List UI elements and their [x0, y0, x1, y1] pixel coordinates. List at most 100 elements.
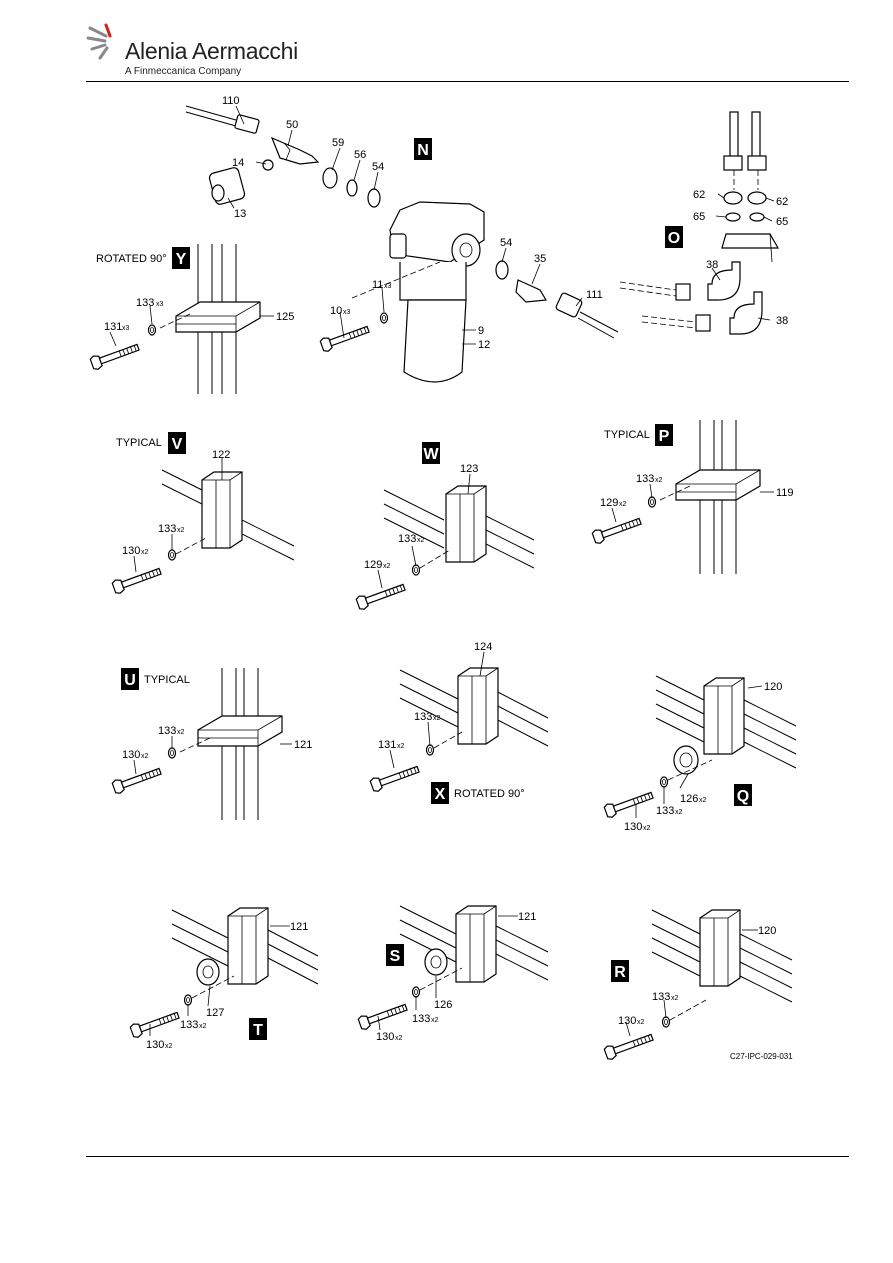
- view-n: [185, 105, 619, 383]
- callout-qty: x2: [383, 563, 391, 570]
- svg-text:V: V: [172, 436, 183, 453]
- view-r: [603, 909, 793, 1062]
- callout: 125: [276, 311, 294, 323]
- callout: 65: [693, 211, 705, 223]
- view-q-badge: Q: [734, 784, 752, 806]
- callout: 127: [206, 1007, 224, 1019]
- view-o-badge: O: [665, 226, 683, 248]
- callout: 13: [234, 208, 246, 220]
- callout: 126: [434, 999, 452, 1011]
- view-s-badge: S: [386, 944, 404, 966]
- callout: 133: [158, 725, 176, 737]
- callout: 35: [534, 253, 546, 265]
- view-u-caption: TYPICAL: [144, 674, 190, 686]
- callout-qty: x3: [156, 301, 164, 308]
- callout: 121: [518, 911, 536, 923]
- svg-text:Q: Q: [737, 788, 749, 805]
- view-v-caption: TYPICAL: [116, 437, 162, 449]
- alenia-logo-icon: [86, 23, 112, 60]
- callout: 124: [474, 641, 492, 653]
- callout: 38: [776, 315, 788, 327]
- callout: 130: [122, 749, 140, 761]
- callout: 119: [776, 487, 794, 499]
- callout: 14: [232, 157, 244, 169]
- callout: 121: [294, 739, 312, 751]
- callout-qty: x2: [177, 729, 185, 736]
- callout: 130: [624, 821, 642, 833]
- callout-qty: x2: [433, 715, 441, 722]
- figure-reference: C27-IPC-029-031: [730, 1052, 793, 1061]
- callout: 130: [376, 1031, 394, 1043]
- leader-lines: [109, 105, 775, 1037]
- view-p-badge: TYPICAL P: [604, 424, 673, 446]
- callout-qty: x3: [384, 283, 392, 290]
- svg-text:N: N: [417, 142, 429, 159]
- callout: 133: [398, 533, 416, 545]
- callout: 121: [290, 921, 308, 933]
- view-t: [129, 907, 319, 1040]
- view-y-badge: ROTATED 90° Y: [96, 247, 190, 269]
- callout: 65: [776, 216, 788, 228]
- callout-qty: x2: [637, 1019, 645, 1026]
- callout: 122: [212, 449, 230, 461]
- callout: 133: [180, 1019, 198, 1031]
- view-x-caption: ROTATED 90°: [454, 788, 525, 800]
- callout: 54: [372, 161, 384, 173]
- callout: 120: [764, 681, 782, 693]
- callout-qty: x2: [671, 995, 679, 1002]
- callout-qty: x2: [431, 1017, 439, 1024]
- callout: 131: [378, 739, 396, 751]
- brand-name: Alenia Aermacchi: [125, 38, 298, 64]
- callout-labels: 110 50 59 56 54 14 13 54 35 111 11 x3 10…: [104, 95, 794, 1051]
- svg-text:U: U: [124, 672, 136, 689]
- callout-qty: x2: [199, 1023, 207, 1030]
- page-header: Alenia Aermacchi A Finmeccanica Company: [0, 0, 893, 90]
- view-q: [603, 675, 797, 820]
- callout: 129: [600, 497, 618, 509]
- view-p-caption: TYPICAL: [604, 429, 650, 441]
- callout: 54: [500, 237, 512, 249]
- callout: 11: [372, 279, 383, 291]
- callout: 123: [460, 463, 478, 475]
- callout: 126: [680, 793, 698, 805]
- callout: 133: [656, 805, 674, 817]
- svg-text:Y: Y: [176, 251, 187, 268]
- view-u: [111, 668, 283, 820]
- callout: 133: [636, 473, 654, 485]
- callout: 133: [136, 297, 154, 309]
- callout: 130: [618, 1015, 636, 1027]
- callout: 133: [412, 1013, 430, 1025]
- view-v: [111, 469, 295, 596]
- header-rule: [86, 81, 849, 82]
- view-o: [619, 111, 780, 335]
- view-u-badge: U TYPICAL: [121, 668, 190, 690]
- callout-qty: x2: [165, 1043, 173, 1050]
- callout-qty: x2: [141, 753, 149, 760]
- callout: 130: [122, 545, 140, 557]
- callout: 12: [478, 339, 490, 351]
- callout-qty: x2: [177, 527, 185, 534]
- callout: 133: [652, 991, 670, 1003]
- svg-text:R: R: [614, 964, 626, 981]
- callout-qty: x2: [655, 477, 663, 484]
- view-w: [355, 485, 535, 612]
- callout-qty: x2: [395, 1035, 403, 1042]
- view-r-badge: R: [611, 960, 629, 982]
- view-y: [89, 244, 261, 394]
- callout: 133: [414, 711, 432, 723]
- svg-text:W: W: [423, 446, 439, 463]
- view-p: [591, 420, 761, 574]
- callout-qty: x3: [343, 309, 351, 316]
- callout-qty: x2: [417, 537, 425, 544]
- callout: 133: [158, 523, 176, 535]
- callout: 130: [146, 1039, 164, 1051]
- callout: 59: [332, 137, 344, 149]
- view-w-badge: W: [422, 442, 440, 464]
- view-t-badge: T: [249, 1018, 267, 1040]
- callout-qty: x3: [122, 325, 130, 332]
- view-y-caption: ROTATED 90°: [96, 253, 167, 265]
- svg-text:P: P: [659, 428, 670, 445]
- svg-text:O: O: [668, 230, 680, 247]
- callout: 129: [364, 559, 382, 571]
